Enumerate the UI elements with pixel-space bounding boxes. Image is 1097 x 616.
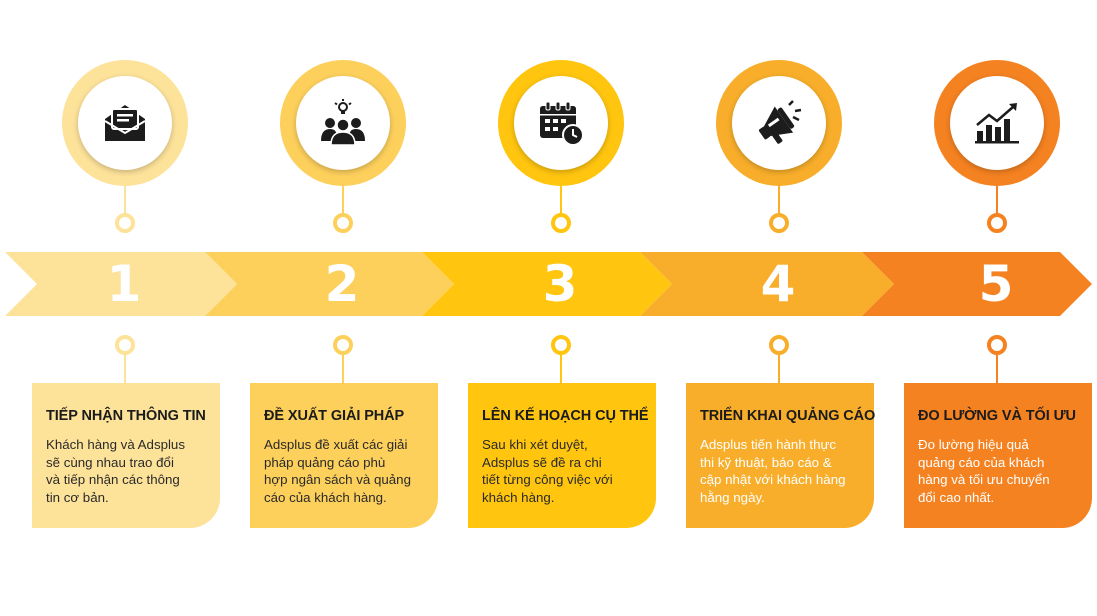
step-2-dot-top [333, 213, 353, 233]
step-4-line-1: Adsplus tiến hành thực [700, 437, 837, 452]
step-1-connector-bottom [124, 355, 126, 383]
step-5-title: ĐO LƯỜNG VÀ TỐI ƯU [918, 408, 1076, 424]
step-4-connector-top [778, 186, 780, 218]
step-4-number: 4 [760, 255, 796, 313]
step-4-line-2: thi kỹ thuật, báo cáo & [700, 454, 832, 470]
arrow-segment-2 [205, 252, 454, 316]
step-5-line-1: Đo lường hiệu quả [918, 437, 1029, 452]
step-4-line-4: hằng ngày. [700, 489, 765, 505]
step-3-card: LÊN KẾ HOẠCH CỤ THỂ Sau khi xét duyệt, A… [468, 383, 656, 528]
step-3-connector-top [560, 186, 562, 218]
step-3-line-3: tiết từng công việc với [482, 472, 613, 488]
step-1-number: 1 [106, 255, 142, 313]
step-3-connector-bottom [560, 355, 562, 383]
step-1-card: TIẾP NHẬN THÔNG TIN Khách hàng và Adsplu… [32, 383, 220, 528]
team-idea-icon [321, 99, 365, 146]
step-5-line-3: hàng và tối ưu chuyển [918, 472, 1050, 488]
step-5-line-2: quảng cáo của khách [918, 454, 1045, 470]
step-3-icon-holder [514, 76, 608, 170]
step-2-dot-bottom [333, 335, 353, 355]
step-1-circle [62, 60, 188, 186]
step-4-connector-bottom [778, 355, 780, 383]
step-1-icon-holder [78, 76, 172, 170]
step-4-dot-top [769, 213, 789, 233]
arrow-segment-3 [422, 252, 672, 316]
step-3-dot-top [551, 213, 571, 233]
step-1-title: TIẾP NHẬN THÔNG TIN [46, 408, 206, 424]
step-1-description: Khách hàng và Adsplus sẽ cùng nhau trao … [46, 436, 208, 506]
step-2-connector-bottom [342, 355, 344, 383]
step-4-circle [716, 60, 842, 186]
arrow-segment-1 [5, 252, 237, 316]
step-3-line-2: Adsplus sẽ đề ra chi [482, 454, 602, 470]
step-5-icon-holder [950, 76, 1044, 170]
step-2-title: ĐỀ XUẤT GIẢI PHÁP [264, 408, 405, 424]
step-1-line-1: Khách hàng và Adsplus [46, 437, 185, 452]
arrow-segment-5 [862, 252, 1092, 316]
step-2-connector-top [342, 186, 344, 218]
step-3-line-4: khách hàng. [482, 489, 555, 505]
megaphone-icon [758, 100, 802, 144]
step-4-title: TRIỂN KHAI QUẢNG CÁO [700, 408, 876, 424]
step-2-icon-holder [296, 76, 390, 170]
step-2-line-3: hợp ngân sách và quảng [264, 472, 411, 488]
step-1-connector-top [124, 186, 126, 218]
timeline-arrow [5, 252, 1092, 316]
step-4-description: Adsplus tiến hành thực thi kỹ thuật, báo… [700, 436, 862, 506]
step-5-dot-bottom [987, 335, 1007, 355]
step-2-circle [280, 60, 406, 186]
step-5-dot-top [987, 213, 1007, 233]
step-1-line-4: tin cơ bản. [46, 489, 109, 505]
step-1-dot-top [115, 213, 135, 233]
step-5-connector-bottom [996, 355, 998, 383]
step-4-line-3: cập nhật với khách hàng [700, 472, 846, 488]
step-5-line-4: đổi cao nhất. [918, 489, 995, 505]
step-2-description: Adsplus đề xuất các giải pháp quảng cáo … [264, 436, 426, 506]
envelope-icon [104, 105, 146, 141]
step-5-connector-top [996, 186, 998, 218]
step-2-line-4: cáo của khách hàng. [264, 489, 387, 505]
step-1-dot-bottom [115, 335, 135, 355]
step-2-card: ĐỀ XUẤT GIẢI PHÁP Adsplus đề xuất các gi… [250, 383, 438, 528]
step-3-dot-bottom [551, 335, 571, 355]
step-4-icon-holder [732, 76, 826, 170]
step-5-description: Đo lường hiệu quả quảng cáo của khách hà… [918, 436, 1080, 506]
step-5-number: 5 [978, 255, 1014, 313]
calendar-clock-icon [540, 101, 584, 146]
step-4-dot-bottom [769, 335, 789, 355]
step-1-line-3: và tiếp nhận các thông [46, 472, 180, 488]
step-3-title: LÊN KẾ HOẠCH CỤ THỂ [482, 408, 649, 424]
step-3-line-1: Sau khi xét duyệt, [482, 437, 588, 452]
arrow-segment-4 [640, 252, 894, 316]
step-1-line-2: sẽ cùng nhau trao đổi [46, 454, 174, 470]
step-2-line-2: pháp quảng cáo phù [264, 454, 386, 470]
growth-chart-icon [975, 103, 1019, 144]
step-3-description: Sau khi xét duyệt, Adsplus sẽ đề ra chi … [482, 436, 644, 506]
step-3-number: 3 [542, 255, 578, 313]
step-5-card: ĐO LƯỜNG VÀ TỐI ƯU Đo lường hiệu quả quả… [904, 383, 1092, 528]
step-2-line-1: Adsplus đề xuất các giải [264, 437, 408, 452]
step-4-card: TRIỂN KHAI QUẢNG CÁO Adsplus tiến hành t… [686, 383, 876, 528]
step-5-circle [934, 60, 1060, 186]
step-3-circle [498, 60, 624, 186]
step-2-number: 2 [324, 255, 360, 313]
